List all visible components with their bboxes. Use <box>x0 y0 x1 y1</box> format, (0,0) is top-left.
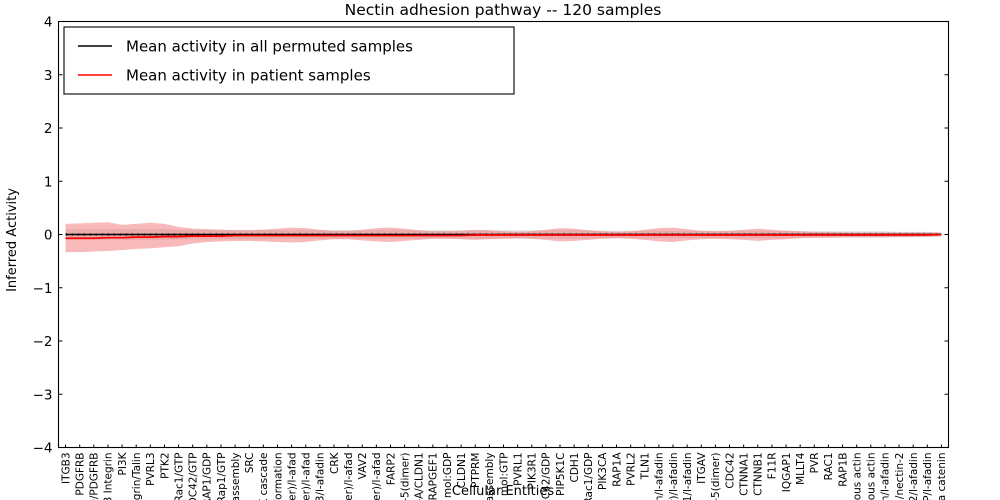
x-tick-label: alphaV beta3 Integrin <box>103 453 115 500</box>
y-axis-ticks: −4 −3 −2 −1 0 1 2 3 4 <box>33 15 949 457</box>
x-tick-label: mol:GTP <box>498 453 510 497</box>
chart-title: Nectin adhesion pathway -- 120 samples <box>345 1 662 19</box>
x-tick-label: PDGFRB <box>74 453 86 496</box>
axes-frame <box>57 20 950 449</box>
x-tick-label: PIK3CA <box>597 452 609 490</box>
x-tick-label: nectin-3(dimer)/l-afadin/l-afadin/nectin… <box>286 453 298 500</box>
x-tick-label: nectin-1(dimer)/l-afadin/l-afadin/nectin… <box>343 453 355 500</box>
x-tick-label: RAP1B <box>837 453 849 487</box>
x-tick-label: nectin-3(dimer)/l-afadin/l-afadin/nectin… <box>371 453 383 500</box>
legend-label-patient: Mean activity in patient samples <box>126 67 371 85</box>
x-tick-label: nectin-1/l-afadin <box>682 453 694 500</box>
x-tick-label: nectin-2(dimer)/l-afadin/l-afadin/nectin… <box>894 453 906 500</box>
x-tick-label: E-cadherin/beta catenin/alpha catenin <box>936 453 948 500</box>
x-tick-label: PVR <box>809 453 821 474</box>
x-tick-label: PI3K <box>117 451 129 475</box>
x-tick-label: PTPRM <box>470 453 482 488</box>
x-tick-label: nectin-3(dimer)/l-afadin/l-afadin/nectin… <box>301 453 313 500</box>
x-tick-label: alphaV/beta3 Integrin/Talin <box>131 453 143 500</box>
y-tick-label: 3 <box>44 68 53 84</box>
x-tick-label: CDC42/GTP/IQGAP1/filamentous actin <box>851 453 863 500</box>
x-tick-label: Rac1/GDP <box>583 453 595 500</box>
x-tick-label: CLDN1 <box>456 453 468 489</box>
x-tick-label: RAPGEF1 <box>428 453 440 500</box>
x-tick-label: CDC42/GDP <box>541 453 553 500</box>
x-tick-label: CTNNA1 <box>738 453 750 496</box>
y-axis-label: Inferred Activity <box>5 188 20 292</box>
x-tick-label: nectin-1(dimer)/l-afadin/l-afadin/nectin… <box>668 453 680 500</box>
x-tick-label: RAP1A <box>611 452 623 487</box>
x-tick-label: F11R <box>767 453 779 480</box>
x-tick-label: Rap1/GTP/l-afadin <box>922 453 934 500</box>
x-tick-label: RAP1/GDP <box>202 453 214 500</box>
x-tick-label: VAV2 <box>357 453 369 480</box>
x-tick-label: SRC <box>244 453 256 474</box>
x-tick-label: MLLT4 <box>795 452 807 485</box>
x-tick-label: PIP5K1C <box>555 453 567 496</box>
x-tick-label: CDC42/GTP <box>188 453 200 500</box>
x-tick-label: PIK3R1 <box>527 453 539 490</box>
legend-frame <box>63 26 515 95</box>
chart-legend[interactable]: Mean activity in all permuted samplesMea… <box>63 26 515 95</box>
y-tick-label: −1 <box>33 281 53 297</box>
x-tick-label: TLN1 <box>640 453 652 481</box>
x-tick-label: nectin-2(dimer)/l-afadin/l-afadin <box>880 453 892 500</box>
plot-area <box>65 222 942 253</box>
x-tick-label: CRK <box>329 451 341 474</box>
x-tick-label: IQGAP1 <box>781 453 793 493</box>
legend-label-permuted: Mean activity in all permuted samples <box>126 38 413 56</box>
y-tick-label: −4 <box>33 441 53 457</box>
x-tick-label: CTNNB1 <box>753 453 765 496</box>
y-tick-label: −3 <box>33 387 53 403</box>
y-tick-label: 4 <box>44 15 53 31</box>
x-tick-label: PVRL2 <box>625 453 637 486</box>
x-tick-label: FARP2 <box>385 453 397 486</box>
x-tick-label: nectin-3(dimer)/l-afadin/l-afadin/Necl-5… <box>399 453 411 500</box>
y-tick-label: 1 <box>44 174 53 190</box>
y-tick-label: 2 <box>44 121 53 137</box>
y-tick-label: −2 <box>33 334 53 350</box>
y-tick-label: 0 <box>44 228 53 244</box>
x-tick-label: positive regulation of JNK cascade <box>258 453 270 500</box>
x-tick-label: nectin-1(dimer)/l-afadin/l-afadin <box>654 453 666 500</box>
x-tick-label: PDGFB-D/PDGFRB <box>89 453 101 500</box>
x-tick-label: nectin-2/l-afadin <box>908 453 920 500</box>
x-tick-label: ITGAV <box>696 452 708 484</box>
x-tick-label: Rap1/GTP <box>216 453 228 500</box>
x-tick-label: JAM-A/CLDN1 <box>414 453 426 500</box>
x-tick-label: adherens junction assembly <box>484 453 496 500</box>
x-tick-label: CDC42 <box>724 453 736 489</box>
x-tick-label: RAC1 <box>823 453 835 481</box>
x-tick-label: RAC1/GTP/IQGAP1/filamentous actin <box>866 453 878 500</box>
x-tick-label: CDH1 <box>569 453 581 483</box>
x-tick-label: PTK2 <box>159 453 171 479</box>
x-tick-label: nectin-3/l-afadin <box>315 453 327 500</box>
x-axis-label: Cellular Entities <box>452 484 554 499</box>
x-tick-label: Necl-5(dimer) <box>710 453 722 500</box>
x-tick-label: PVRL3 <box>145 453 157 486</box>
x-tick-label: mol:GDP <box>442 453 454 499</box>
x-tick-label: positive regulation of lamellipodium ass… <box>230 453 242 500</box>
patient-confidence-band <box>65 222 942 253</box>
x-tick-label: Rac1/GTP <box>173 453 185 500</box>
patient-mean-line <box>65 233 942 240</box>
x-tick-label: ITGB3 <box>60 453 72 485</box>
x-tick-label: positive regulation of filopodium format… <box>272 453 284 500</box>
x-tick-label: PVRL1 <box>512 453 524 486</box>
